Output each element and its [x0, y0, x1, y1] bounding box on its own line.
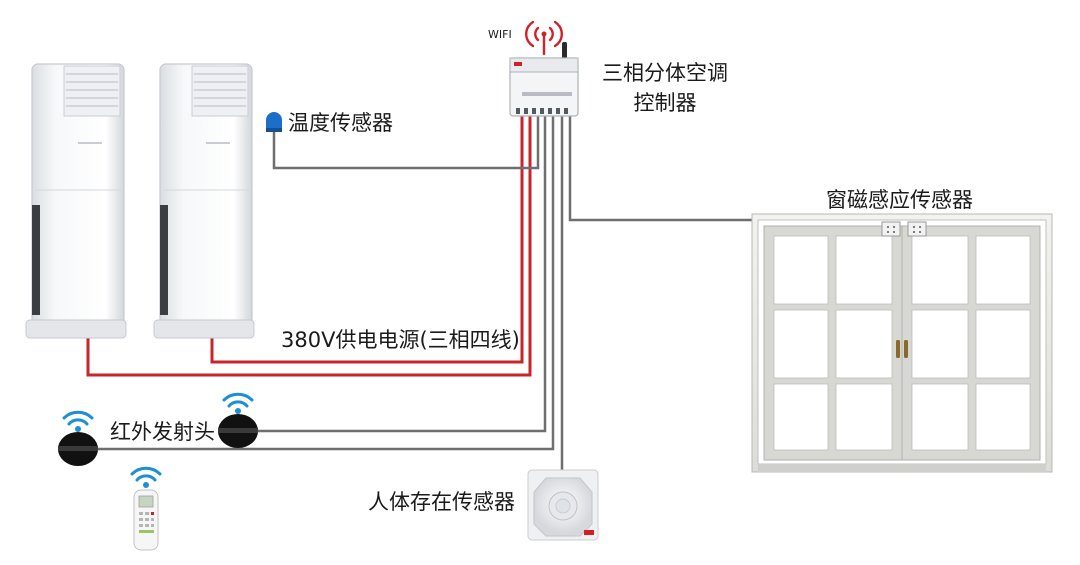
controller-box-icon: [509, 42, 579, 117]
controller-label-line1: 三相分体空调: [602, 61, 728, 85]
ir-emitter-icon: [58, 410, 98, 466]
temperature-probe-icon: [266, 112, 282, 132]
wifi-icon: [525, 20, 563, 56]
ir-emitter-label: 红外发射头: [110, 420, 215, 444]
ac-unit-2: [153, 63, 255, 339]
signal-wires: [90, 116, 892, 472]
wifi-label: WIFI: [488, 28, 512, 41]
window-magnetic-sensor-icon: [881, 221, 927, 237]
power-wire-2: [210, 116, 524, 364]
window-icon: [751, 213, 1053, 473]
controller-label: 三相分体空调 控制器: [600, 58, 730, 118]
ir-emitter-wire-1: [246, 116, 547, 433]
temp-sensor-wire: [272, 116, 540, 170]
presence-sensor-label: 人体存在传感器: [368, 490, 515, 514]
remote-control-icon: [130, 466, 162, 551]
power-label: 380V供电电源(三相四线): [281, 328, 520, 352]
power-wire-1: [86, 116, 532, 377]
controller-label-line2: 控制器: [633, 91, 697, 115]
window-sensor-label: 窗磁感应传感器: [826, 188, 973, 212]
ac-unit-1: [25, 63, 127, 339]
ir-emitter-icon: [218, 392, 258, 448]
presence-sensor-icon: [527, 469, 599, 541]
power-wires: [86, 116, 532, 377]
ir-emitter-wire-2: [90, 116, 555, 451]
temp-sensor-label: 温度传感器: [288, 111, 393, 135]
